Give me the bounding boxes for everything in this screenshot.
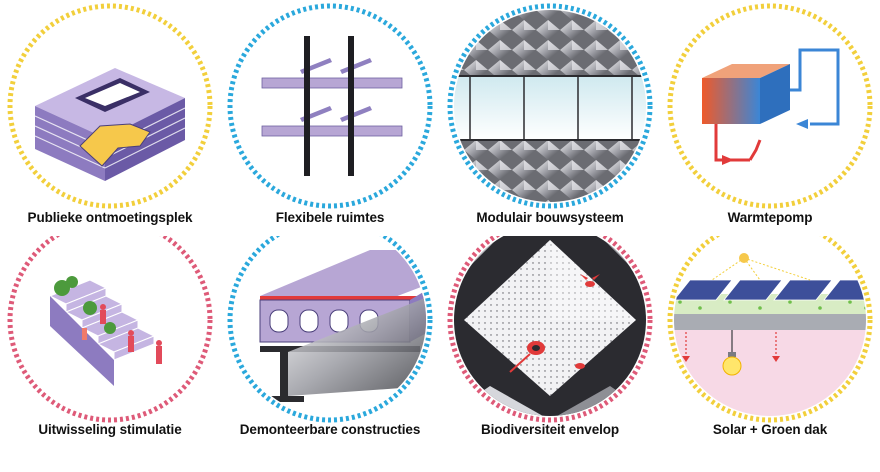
caption: Uitwisseling stimulatie	[38, 422, 182, 437]
steel-beam-icon	[227, 236, 433, 423]
tile-solar-groen-dak: Solar + Groen dak	[660, 236, 880, 472]
tile-publieke-ontmoetingsplek: Publieke ontmoetingsplek	[0, 0, 220, 236]
stairs-people-icon	[7, 236, 213, 423]
facade-insects-icon	[447, 236, 653, 423]
caption: Modulair bouwsysteem	[476, 210, 624, 225]
tile-modulair-bouwsysteem: Modulair bouwsysteem	[440, 0, 660, 236]
caption: Warmtepomp	[727, 210, 813, 225]
modular-panels-icon	[447, 3, 653, 209]
caption: Biodiversiteit envelop	[480, 422, 620, 437]
caption: Solar + Groen dak	[712, 422, 828, 437]
tile-demonteerbare-constructies: Demonteerbare constructies	[220, 236, 440, 472]
tile-flexibele-ruimtes: Flexibele ruimtes	[220, 0, 440, 236]
stacked-building-icon	[7, 3, 213, 209]
caption: Flexibele ruimtes	[275, 210, 385, 225]
caption: Publieke ontmoetingsplek	[27, 210, 193, 225]
tile-warmtepomp: Warmtepomp	[660, 0, 880, 236]
heat-pump-icon	[667, 3, 873, 209]
caption: Demonteerbare constructies	[239, 422, 421, 437]
tile-uitwisseling-stimulatie: Uitwisseling stimulatie	[0, 236, 220, 472]
solar-roof-icon	[667, 236, 873, 423]
grid-beams-icon	[227, 3, 433, 209]
tile-biodiversiteit-envelop: Biodiversiteit envelop	[440, 236, 660, 472]
